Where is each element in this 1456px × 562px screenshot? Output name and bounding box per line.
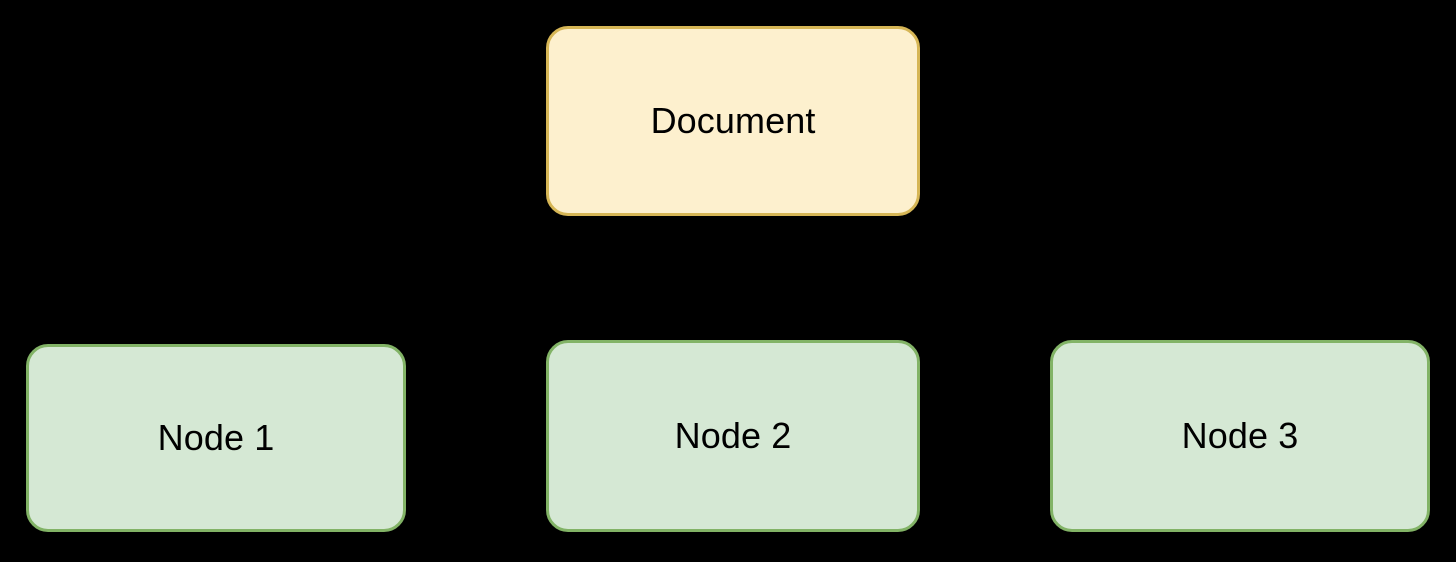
edge-document-node2-segment-v1 bbox=[731, 216, 734, 340]
edge-document-node3-segment-h1 bbox=[920, 120, 1240, 123]
node-document-label: Document bbox=[650, 100, 816, 142]
edge-document-node3-segment-v1 bbox=[1237, 120, 1240, 340]
node-node2-label: Node 2 bbox=[674, 415, 792, 457]
node-node2[interactable]: Node 2 bbox=[546, 340, 920, 532]
edge-document-node1-segment-h1 bbox=[281, 120, 546, 123]
edge-document-node1-segment-v1 bbox=[281, 120, 284, 344]
node-node1-label: Node 1 bbox=[157, 417, 275, 459]
node-node1[interactable]: Node 1 bbox=[26, 344, 406, 532]
node-node3[interactable]: Node 3 bbox=[1050, 340, 1430, 532]
node-node3-label: Node 3 bbox=[1181, 415, 1299, 457]
node-document[interactable]: Document bbox=[546, 26, 920, 216]
